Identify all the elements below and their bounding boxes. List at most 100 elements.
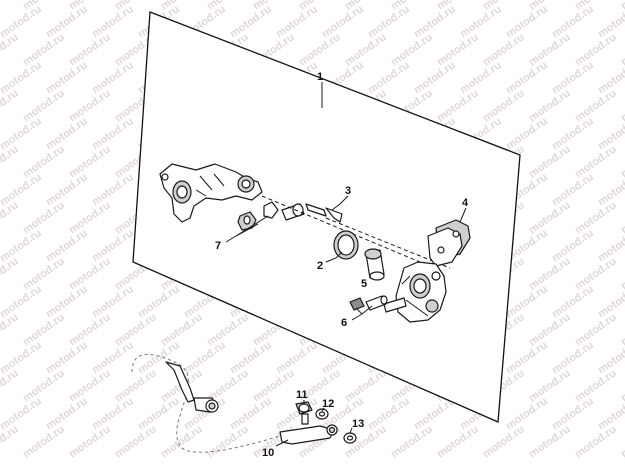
watermark-text: motod.ru [573, 311, 619, 348]
watermark-text: motod.ru [228, 3, 274, 40]
part-7-boots [237, 201, 279, 231]
watermark-text: motod.ru [573, 143, 619, 180]
watermark-text: motod.ru [619, 199, 625, 236]
callout-5: 5 [361, 278, 367, 290]
watermark-text: motod.ru [550, 283, 596, 320]
watermark-text: motod.ru [21, 143, 67, 180]
watermark-text: motod.ru [366, 395, 412, 432]
watermark-text: motod.ru [90, 171, 136, 208]
watermark-text: motod.ru [0, 59, 44, 96]
watermark-text: motod.ru [527, 143, 573, 180]
watermark-text: motod.ru [504, 395, 550, 432]
watermark-text: motod.ru [504, 59, 550, 96]
watermark-text: motod.ru [67, 31, 113, 68]
watermark-text: motod.ru [182, 339, 228, 376]
watermark-text: motod.ru [573, 367, 619, 404]
caliper-body [383, 261, 447, 323]
part-5-piston [364, 248, 385, 281]
watermark-text: motod.ru [435, 31, 481, 68]
watermark-text: motod.ru [21, 31, 67, 68]
watermark-text: motod.ru [90, 59, 136, 96]
leader-2 [325, 251, 343, 263]
watermark-text: motod.ru [619, 0, 625, 12]
watermark-text: motod.ru [21, 255, 67, 292]
watermark-text: motod.ru [412, 3, 458, 40]
watermark-text: motod.ru [113, 423, 159, 460]
watermark-text: motod.ru [67, 255, 113, 292]
callout-3: 3 [345, 185, 351, 197]
watermark-text: motod.ru [366, 3, 412, 40]
watermark-text: motod.ru [550, 227, 596, 264]
watermark-text: motod.ru [67, 143, 113, 180]
watermark-text: motod.ru [67, 311, 113, 348]
watermark-text: motod.ru [0, 395, 44, 432]
watermark-text: motod.ru [67, 87, 113, 124]
watermark-text: motod.ru [573, 423, 619, 460]
watermark-text: motod.ru [44, 171, 90, 208]
watermark-text: motod.ru [527, 31, 573, 68]
watermark-text: motod.ru [21, 423, 67, 460]
callout-12: 12 [322, 398, 334, 410]
watermark-text: motod.ru [619, 423, 625, 460]
leader-4 [459, 207, 467, 223]
part-3-pin [305, 203, 343, 223]
watermark-text: motod.ru [90, 283, 136, 320]
watermark-text: motod.ru [21, 87, 67, 124]
watermark-text: motod.ru [481, 31, 527, 68]
watermark-text: motod.ru [21, 199, 67, 236]
watermark-text: motod.ru [481, 423, 527, 460]
watermark-text: motod.ru [550, 339, 596, 376]
watermark-text: motod.ru [412, 59, 458, 96]
watermark-text: motod.ru [44, 339, 90, 376]
watermark-text: motod.ru [21, 311, 67, 348]
watermark-text: motod.ru [90, 227, 136, 264]
watermark-text: motod.ru [320, 3, 366, 40]
part-12-washer [315, 408, 329, 420]
watermark-text: motod.ru [67, 199, 113, 236]
alignment-line-b [325, 217, 451, 269]
caliper-bracket [159, 163, 263, 223]
watermark-text: motod.ru [550, 395, 596, 432]
watermark-text: motod.ru [274, 3, 320, 40]
watermark-text: motod.ru [228, 339, 274, 376]
leader-7b [235, 215, 269, 237]
watermark-text: motod.ru [550, 3, 596, 40]
watermark-text: motod.ru [297, 31, 343, 68]
watermark-text: motod.ru [90, 395, 136, 432]
watermark-text: motod.ru [67, 423, 113, 460]
watermark-text: motod.ru [619, 143, 625, 180]
leader-3 [331, 195, 349, 211]
watermark-text: motod.ru [527, 423, 573, 460]
watermark-text: motod.ru [0, 227, 44, 264]
callout-2: 2 [317, 260, 323, 272]
callout-13: 13 [352, 418, 364, 430]
watermark-text: motod.ru [113, 367, 159, 404]
watermark-text: motod.ru [458, 59, 504, 96]
callout-6: 6 [341, 317, 347, 329]
watermark-text: motod.ru [481, 87, 527, 124]
callout-4: 4 [462, 197, 469, 209]
watermark-text: motod.ru [44, 395, 90, 432]
watermark-text: motod.ru [504, 283, 550, 320]
watermark-text: motod.ru [0, 339, 44, 376]
watermark-text: motod.ru [573, 87, 619, 124]
watermark-text: motod.ru [44, 3, 90, 40]
watermark-text: motod.ru [44, 115, 90, 152]
leader-12 [321, 407, 325, 412]
watermark-text: motod.ru [619, 367, 625, 404]
watermark-text: motod.ru [228, 395, 274, 432]
watermark-text: motod.ru [251, 367, 297, 404]
alignment-line-a [261, 195, 421, 263]
watermark-text: motod.ru [159, 311, 205, 348]
watermark-text: motod.ru [136, 395, 182, 432]
watermark-text: motod.ru [0, 115, 44, 152]
watermark-text: motod.ru [44, 59, 90, 96]
watermark-text: motod.ru [44, 283, 90, 320]
watermark-text: motod.ru [527, 87, 573, 124]
watermark-text: motod.ru [527, 367, 573, 404]
watermark-text: motod.ru [159, 423, 205, 460]
part-2-seal-ring [333, 230, 359, 260]
watermark-text: motod.ru [573, 255, 619, 292]
watermark-text: motod.ru [205, 423, 251, 460]
